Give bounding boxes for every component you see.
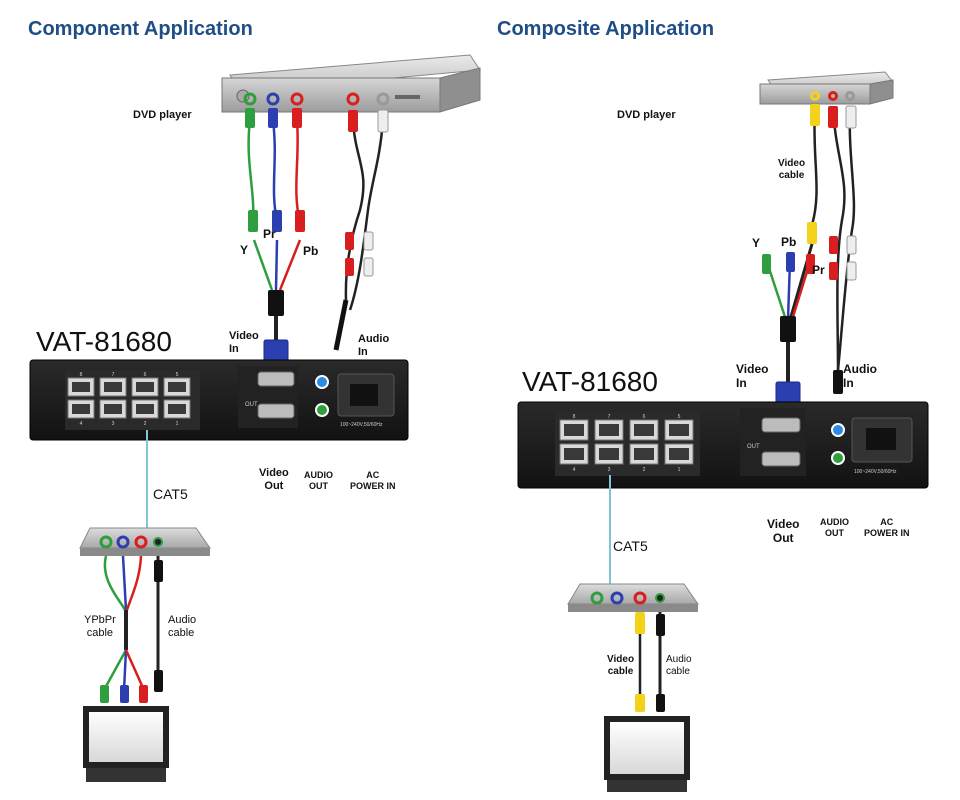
composite-ac-power-label: AC POWER IN	[864, 517, 910, 538]
composite-pr-label: Pr	[812, 263, 825, 277]
composite-power-rating: 100~240V,50/60Hz	[854, 469, 897, 475]
component-model-label: VAT-81680	[36, 326, 172, 357]
composite-video-in-label: Video In	[736, 362, 769, 390]
component-audio-out-label: AUDIO OUT	[304, 470, 333, 491]
composite-rj45-socket-5	[669, 424, 689, 436]
composite-bottom-cables	[635, 612, 665, 712]
composite-audio-cables	[828, 105, 857, 394]
component-port-number: 3	[112, 421, 115, 427]
component-rj45-socket-6	[136, 382, 154, 392]
component-port-number: 5	[176, 372, 179, 378]
composite-port-number: 6	[643, 414, 646, 420]
component-vga-ports	[257, 371, 329, 419]
component-pb-label: Pb	[303, 244, 319, 258]
component-ypbpr-cable	[100, 555, 148, 703]
component-dvd-label: DVD player	[133, 109, 192, 121]
component-rj45-socket-2	[136, 404, 154, 414]
component-audio-in-label: Audio In	[358, 333, 390, 358]
composite-port-number: 1	[678, 467, 681, 473]
composite-vga-ports	[761, 417, 845, 467]
component-port-number: 2	[144, 421, 147, 427]
composite-rj45-socket-3	[599, 448, 619, 460]
composite-rj45-ports: 8 7 6 5 4 3 2 1	[559, 414, 694, 473]
component-port-number: 6	[144, 372, 147, 378]
composite-video-cable-top-label: Video cable	[778, 158, 806, 181]
composite-title: Composite Application	[497, 18, 715, 40]
composite-out-mark: OUT	[747, 444, 760, 450]
composite-audio-out-label: AUDIO OUT	[820, 517, 849, 538]
composite-rj45-socket-1	[669, 448, 689, 460]
composite-rj45-socket-4	[564, 448, 584, 460]
composite-audio-cable-label: Audio cable	[666, 654, 692, 677]
component-rj45-socket-8	[72, 382, 90, 392]
composite-port-number: 8	[573, 414, 576, 420]
composite-receiver-box	[567, 583, 699, 612]
component-port-number: 7	[112, 372, 115, 378]
composite-y-label: Y	[752, 236, 761, 250]
component-power-rating: 100~240V,50/60Hz	[340, 422, 383, 428]
composite-rj45-socket-7	[599, 424, 619, 436]
composite-rj45-socket-6	[634, 424, 654, 436]
component-port-number: 1	[176, 421, 179, 427]
composite-video-out-label: Video Out	[767, 517, 800, 545]
component-y-label: Y	[240, 243, 249, 257]
component-rj45-socket-4	[72, 404, 90, 414]
composite-dvd-player	[759, 71, 894, 105]
composite-model-label: VAT-81680	[522, 366, 658, 397]
component-pr-label: Pr	[263, 227, 276, 241]
composite-rj45-socket-2	[634, 448, 654, 460]
composite-port-number: 2	[643, 467, 646, 473]
composite-port-number: 3	[608, 467, 611, 473]
composite-monitor	[604, 716, 690, 792]
component-rj45-socket-5	[168, 382, 186, 392]
composite-video-cable-bottom-label: Video cable	[607, 654, 635, 677]
component-rj45-socket-7	[104, 382, 122, 392]
component-cat5-label: CAT5	[153, 486, 188, 502]
component-monitor	[83, 706, 169, 782]
composite-pb-label: Pb	[781, 235, 797, 249]
component-audio-cables	[333, 109, 389, 351]
component-video-in-label: Video In	[229, 330, 259, 355]
component-receiver-box	[79, 527, 211, 556]
composite-audio-in-label: Audio In	[843, 362, 877, 390]
component-audio-cable-label: Audio cable	[168, 614, 197, 639]
component-ac-power-label: AC POWER IN	[350, 470, 396, 491]
component-port-number: 8	[80, 372, 83, 378]
composite-port-number: 5	[678, 414, 681, 420]
composite-port-number: 4	[573, 467, 576, 473]
component-title: Component Application	[28, 18, 253, 40]
component-ypbpr-cable-label: YPbPr cable	[84, 614, 116, 639]
component-video-out-label: Video Out	[259, 467, 289, 492]
component-audio-cable	[154, 556, 163, 692]
composite-video-cable	[762, 104, 820, 419]
composite-dvd-label: DVD player	[617, 109, 676, 121]
composite-cat5-label: CAT5	[613, 538, 648, 554]
composite-port-number: 7	[608, 414, 611, 420]
component-rj45-socket-1	[168, 404, 186, 414]
composite-rj45-socket-8	[564, 424, 584, 436]
component-rj45-ports: 8 7 6 5 4 3 2 1	[67, 372, 191, 427]
component-out-mark: OUT	[245, 402, 258, 408]
component-rj45-socket-3	[104, 404, 122, 414]
component-dvd-player	[221, 54, 481, 113]
component-port-number: 4	[80, 421, 83, 427]
